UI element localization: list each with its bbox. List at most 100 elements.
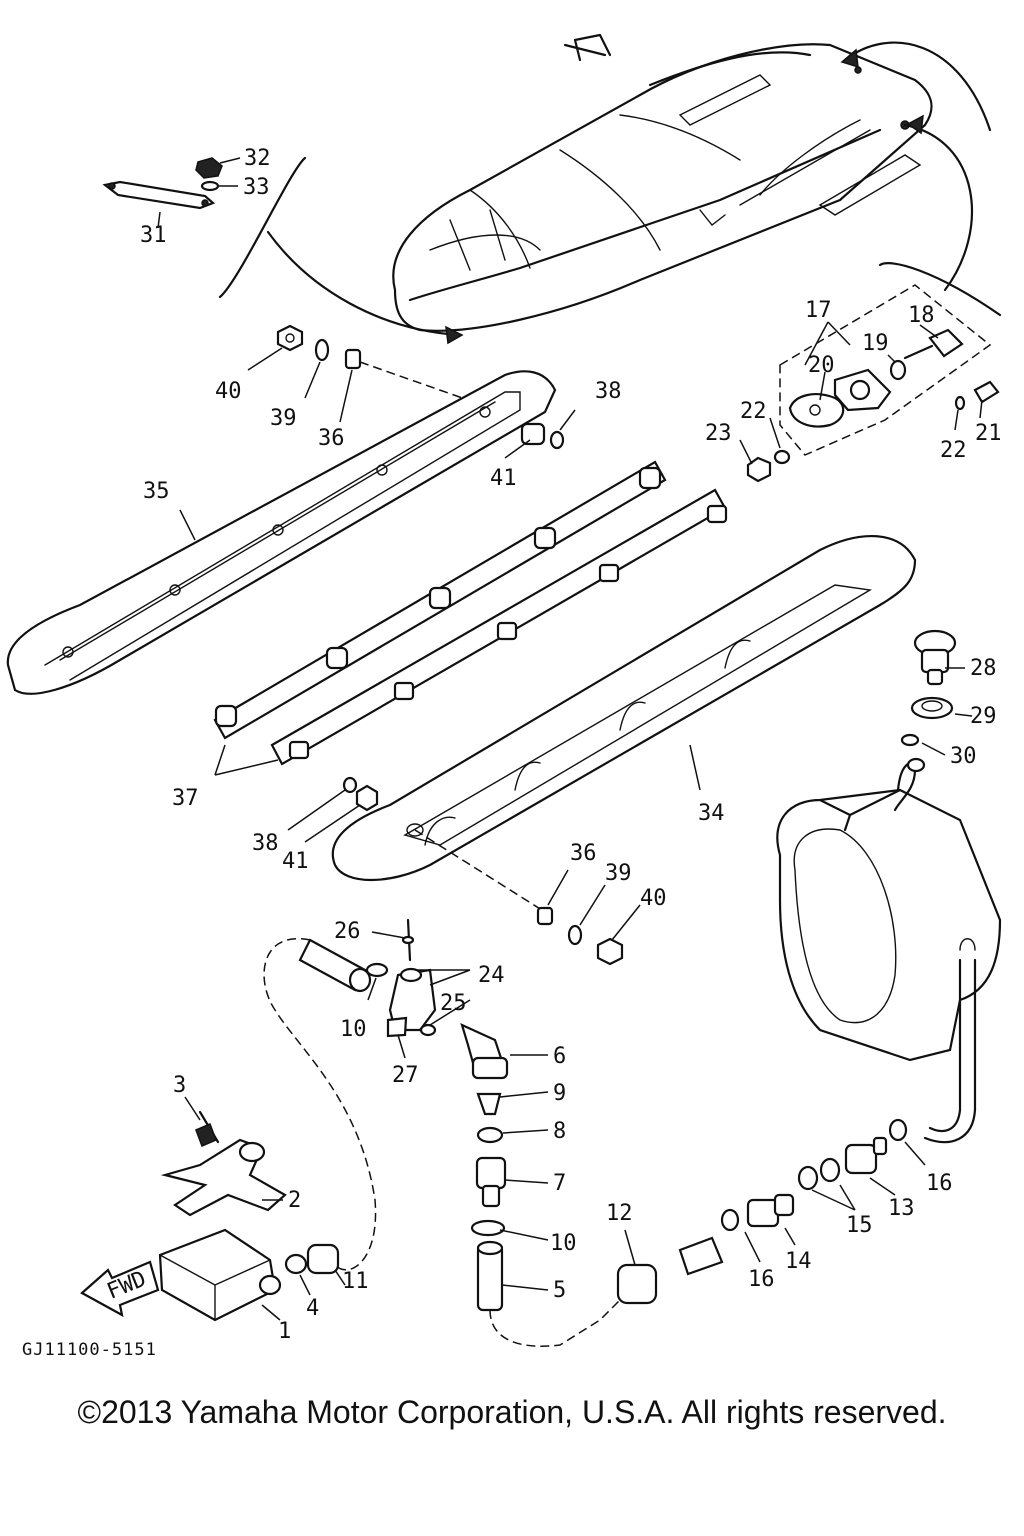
part-29-grommet [910, 696, 954, 720]
part-14-fitting [746, 1193, 795, 1228]
callout-41-top: 41 [490, 466, 517, 491]
part-25-washer [419, 1023, 437, 1037]
part-16-hose-piece [678, 1236, 724, 1276]
watercraft-hull [392, 33, 933, 332]
part-22-washer-left [773, 449, 791, 465]
callout-1: 1 [278, 1319, 291, 1344]
callout-32: 32 [244, 146, 271, 171]
part-40-nut-top [276, 324, 304, 352]
callout-2: 2 [288, 1188, 301, 1213]
fwd-arrow: FWD [80, 1260, 160, 1318]
part-20-housing [833, 368, 892, 412]
part-23-nut [746, 456, 772, 483]
callout-28: 28 [970, 656, 997, 681]
callout-38-mid: 38 [252, 831, 279, 856]
part-5-hose [476, 1240, 504, 1312]
callout-40-top: 40 [215, 379, 242, 404]
callout-12: 12 [606, 1201, 633, 1226]
callouts: 32 33 3 1 40 39 36 38 41 35 17 18 19 20 2… [140, 146, 1002, 1344]
part-3-screw [195, 1110, 220, 1147]
assembly-arrows [218, 41, 1002, 345]
part-39-washer-top [314, 338, 330, 362]
part-8-o-ring [476, 1126, 504, 1144]
part-10-clamp-upper [365, 962, 389, 978]
drawing-code: GJ11100-5151 [22, 1340, 157, 1360]
callout-25: 25 [440, 991, 467, 1016]
callout-9: 9 [553, 1081, 566, 1106]
callout-14: 14 [785, 1249, 812, 1274]
part-34-sponson [331, 534, 917, 881]
callout-3: 3 [173, 1073, 186, 1098]
callout-4: 4 [306, 1296, 319, 1321]
part-18-drain-plug [903, 328, 964, 360]
callout-29: 29 [970, 704, 997, 729]
part-38-washer-mid [342, 776, 358, 794]
callout-39-top: 39 [270, 406, 297, 431]
part-36-collar-top [344, 348, 362, 370]
part-16-clamp-left [720, 1208, 740, 1232]
part-40-nut-mid [596, 937, 624, 966]
part-1-box [158, 1228, 282, 1322]
callout-37: 37 [172, 786, 199, 811]
part-39-washer-mid [567, 924, 583, 946]
callout-11: 11 [342, 1269, 369, 1294]
callout-33: 33 [243, 175, 270, 200]
part-10-clamp-lower [470, 1219, 506, 1237]
copyright-notice: ©2013 Yamaha Motor Corporation, U.S.A. A… [77, 1394, 947, 1430]
hose-routing-dashed [263, 937, 631, 1347]
part-6-elbow [460, 1022, 509, 1080]
callout-20: 20 [808, 353, 835, 378]
leader-lines [157, 157, 983, 1321]
callout-30: 30 [950, 744, 977, 769]
part-4-clamp [284, 1253, 308, 1275]
part-37-stud-strips [213, 460, 728, 776]
callout-16-right: 16 [926, 1171, 953, 1196]
part-31-bracket [102, 180, 216, 210]
callout-16-left: 16 [748, 1267, 775, 1292]
part-33-washer [200, 180, 220, 192]
callout-6: 6 [553, 1044, 566, 1069]
callout-19: 19 [862, 331, 889, 356]
callout-36-mid: 36 [570, 841, 597, 866]
part-41-nut-top [520, 422, 546, 446]
part-22-washer-right [954, 395, 966, 411]
part-13-fitting [844, 1136, 888, 1175]
jet-pump-housing [776, 757, 1002, 1144]
callout-35: 35 [143, 479, 170, 504]
part-27-clip [386, 1016, 408, 1038]
part-7-fitting [475, 1156, 507, 1208]
part-41-nut-mid [355, 784, 379, 812]
callout-39-mid: 39 [605, 861, 632, 886]
part-38-washer-top [549, 430, 565, 450]
part-2-bracket [160, 1138, 287, 1217]
callout-13: 13 [888, 1196, 915, 1221]
part-9-check-valve [476, 1092, 502, 1116]
callout-27: 27 [392, 1063, 419, 1088]
callout-21: 21 [975, 421, 1002, 446]
part-32-nut [195, 157, 223, 179]
callout-24: 24 [478, 963, 505, 988]
callout-17: 17 [805, 298, 832, 323]
part-30-clamp [900, 733, 920, 747]
callout-10-lower: 10 [550, 1231, 577, 1256]
part-26-screw [401, 918, 415, 962]
callout-23: 23 [705, 421, 732, 446]
part-11-hose-lower [306, 1243, 340, 1275]
callout-38-top: 38 [595, 379, 622, 404]
callout-22-right: 22 [940, 438, 967, 463]
part-35-sponson [6, 370, 557, 695]
part-21-bolt [973, 380, 1000, 404]
callout-7: 7 [553, 1171, 566, 1196]
part-36-collar-mid [536, 906, 554, 926]
callout-15: 15 [846, 1213, 873, 1238]
callout-8: 8 [553, 1119, 566, 1144]
part-11-hose-upper [298, 938, 372, 993]
part-20-gasket [788, 393, 845, 428]
callout-26: 26 [334, 919, 361, 944]
part-17-group-box [779, 284, 992, 456]
callout-10-upper: 10 [340, 1017, 367, 1042]
part-28-valve [913, 629, 957, 686]
part-12-hose [616, 1263, 658, 1305]
callout-18: 18 [908, 303, 935, 328]
